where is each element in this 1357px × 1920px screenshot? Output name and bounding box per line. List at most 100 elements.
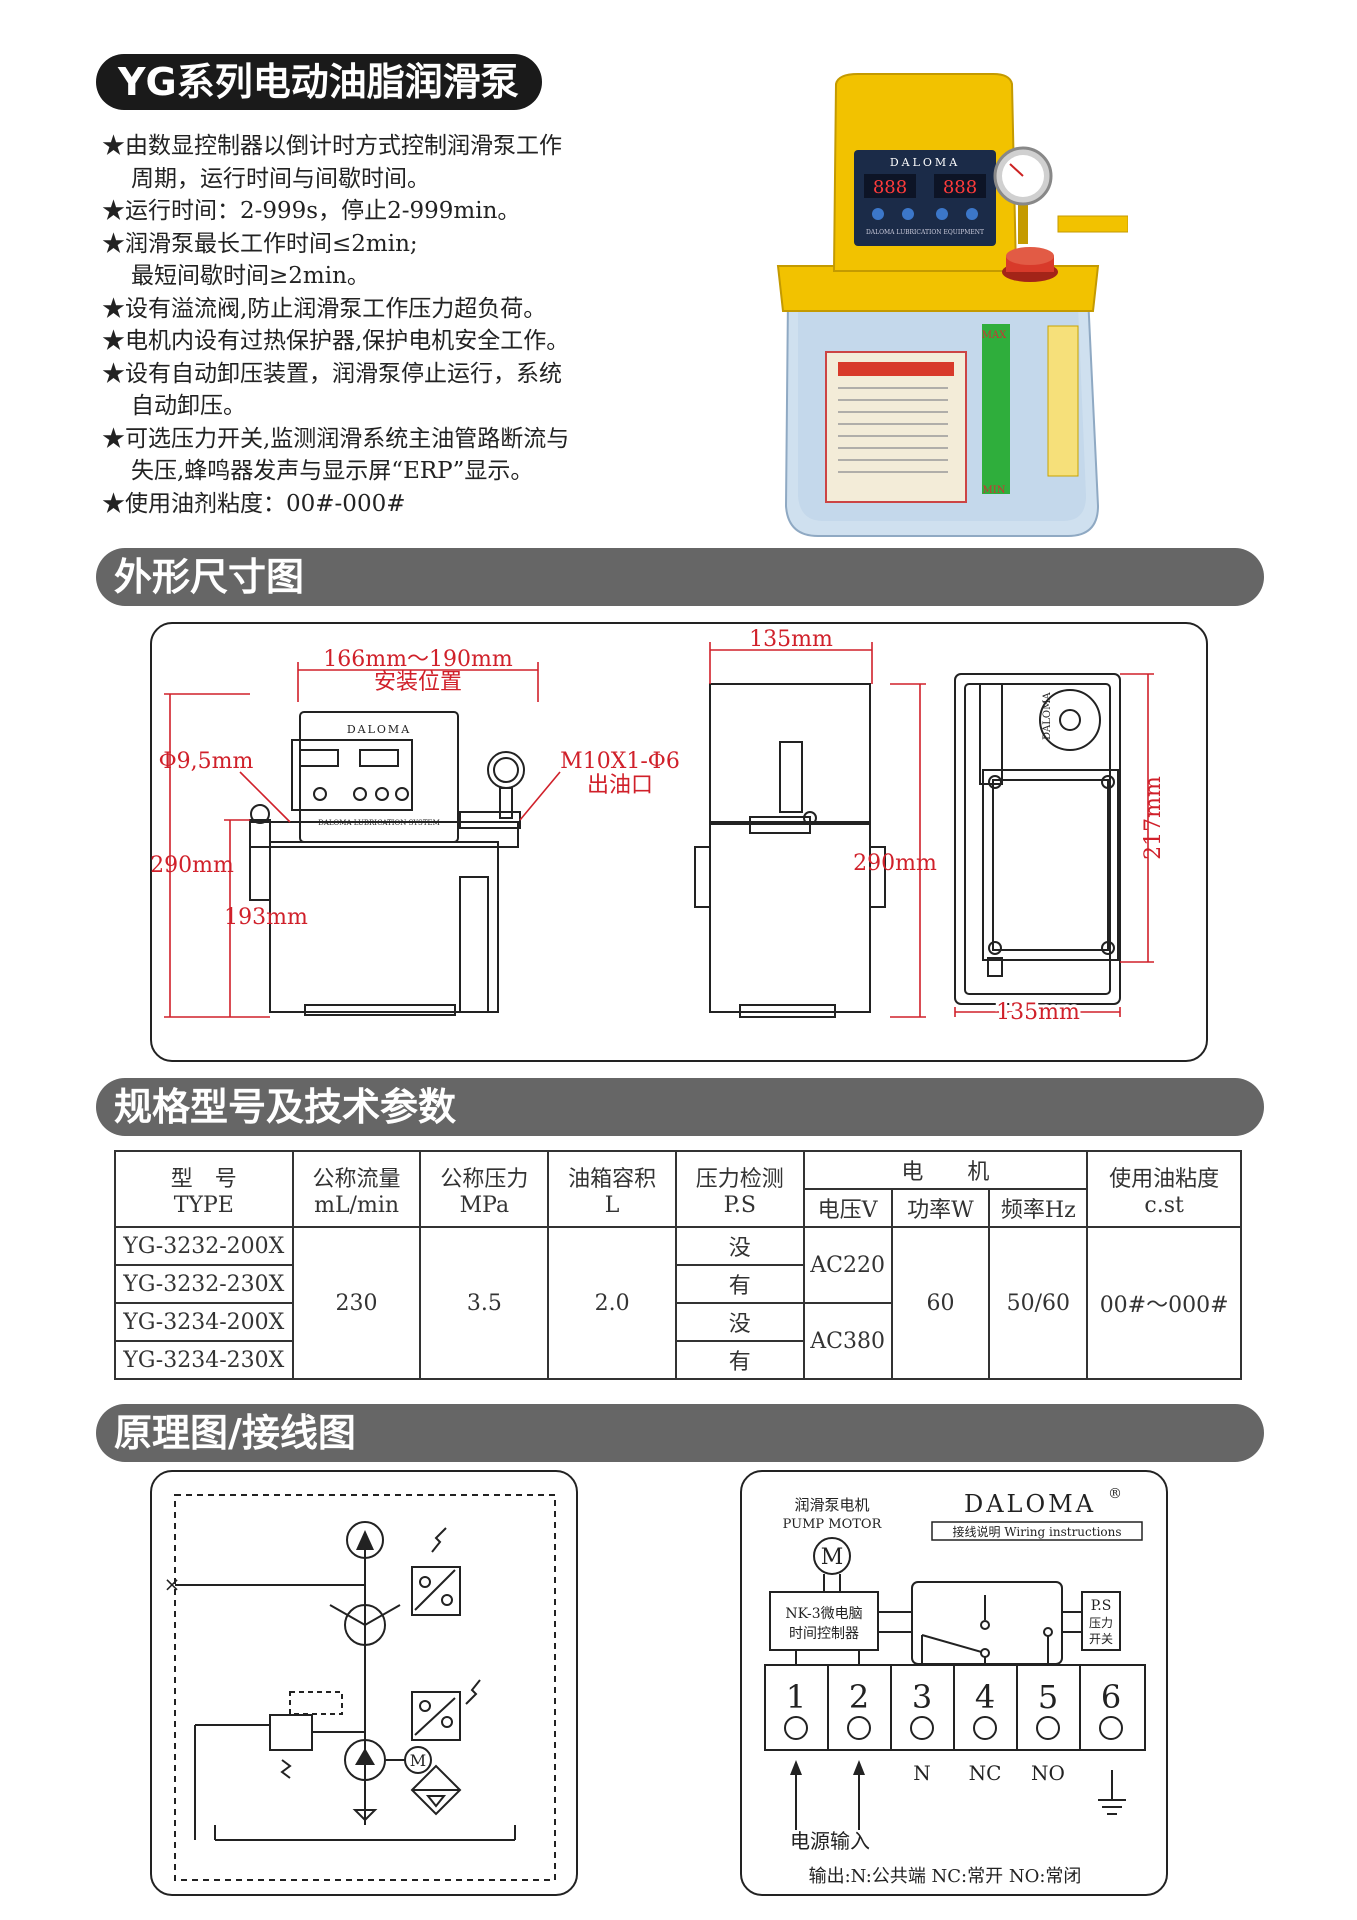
table-cell-model: YG-3234-230X bbox=[114, 1340, 294, 1380]
terminal-number: 5 bbox=[1038, 1678, 1058, 1716]
page-title: YG系列电动油脂润滑泵 bbox=[96, 54, 542, 110]
section-principle: 原理图/接线图 bbox=[96, 1404, 1264, 1462]
front-panel-sub: DALOMA LUBRICATION SYSTEM bbox=[318, 819, 440, 827]
table-cell-viscosity: 00#～000# bbox=[1086, 1226, 1242, 1380]
schematic-motor-symbol: M bbox=[410, 1751, 426, 1770]
wiring-instructions: 接线说明 Wiring instructions bbox=[952, 1524, 1121, 1539]
wiring-frame bbox=[740, 1470, 1168, 1896]
feature-item: ★润滑泵最长工作时间≤2min; bbox=[102, 230, 418, 257]
back-logo: DALOMA bbox=[1042, 692, 1053, 740]
wiring-diagram: DALOMA ® 润滑泵电机 PUMP MOTOR 接线说明 Wiring in… bbox=[764, 1486, 1146, 1887]
th-voltage: 电压V bbox=[802, 1188, 893, 1228]
terminal-screw bbox=[784, 1716, 808, 1740]
panel-subtitle: DALOMA LUBRICATION EQUIPMENT bbox=[866, 229, 984, 236]
feature-item: 周期，运行时间与间歇时间。 bbox=[131, 165, 430, 192]
feature-item: ★可选压力开关,监测润滑系统主油管路断流与 bbox=[102, 425, 570, 452]
controller-label-2: 时间控制器 bbox=[789, 1626, 859, 1642]
oil-level-window bbox=[982, 324, 1010, 494]
terminal-screw bbox=[847, 1716, 871, 1740]
terminal-label: N bbox=[913, 1761, 931, 1785]
feature-item: ★使用油剂粘度：00#-000# bbox=[102, 490, 406, 517]
motor-label-cn: 润滑泵电机 bbox=[794, 1496, 869, 1514]
hydraulic-schematic: M × bbox=[164, 1494, 556, 1881]
ps-label-2: 压力 bbox=[1089, 1616, 1113, 1630]
breather-x-icon: × bbox=[164, 1572, 181, 1596]
dim-outlet-label: 出油口 bbox=[587, 773, 653, 798]
table-cell-tank: 2.0 bbox=[547, 1226, 677, 1380]
schematic-frame bbox=[150, 1470, 578, 1896]
table-cell-ps: 没 bbox=[674, 1302, 805, 1342]
set-button-left[interactable] bbox=[872, 208, 884, 220]
dim-side-width: 135mm bbox=[749, 627, 833, 652]
filler-cap bbox=[1006, 247, 1054, 265]
set-button-right[interactable] bbox=[966, 208, 978, 220]
table-cell-ps: 有 bbox=[674, 1264, 805, 1304]
terminal-number: 4 bbox=[975, 1678, 995, 1716]
motor-label-en: PUMP MOTOR bbox=[783, 1517, 883, 1532]
dim-install-position: 安装位置 bbox=[374, 670, 462, 695]
table-cell-voltage-a: AC220 bbox=[802, 1226, 893, 1304]
feature-item: ★设有溢流阀,防止润滑泵工作压力超负荷。 bbox=[102, 295, 547, 322]
feature-item: 自动卸压。 bbox=[131, 393, 246, 419]
terminal-screw bbox=[1099, 1716, 1123, 1740]
terminal-label: NC bbox=[969, 1761, 1002, 1785]
dim-outlet-thread: M10X1-Φ6 bbox=[560, 749, 680, 774]
terminal-number: 1 bbox=[786, 1678, 806, 1716]
feature-item: 失压,蜂鸣器发声与显示屏“ERP”显示。 bbox=[131, 458, 534, 484]
down-button[interactable] bbox=[936, 208, 948, 220]
ps-label-3: 开关 bbox=[1089, 1632, 1113, 1646]
dim-hole: Φ9,5mm bbox=[159, 749, 254, 774]
feature-list: ★由数显控制器以倒计时方式控制润滑泵工作周期，运行时间与间歇时间。 ★运行时间：2… bbox=[102, 130, 702, 520]
feature-item: ★运行时间：2-999s，停止2-999min。 bbox=[102, 198, 521, 224]
panel-brand: DALOMA bbox=[890, 156, 960, 169]
feature-item: ★设有自动卸压装置，润滑泵停止运行，系统 bbox=[102, 360, 562, 387]
power-input-label: 电源输入 bbox=[790, 1829, 870, 1853]
terminal-number: 2 bbox=[849, 1678, 869, 1716]
table-cell-flow: 230 bbox=[291, 1226, 422, 1380]
th-freq: 频率Hz bbox=[988, 1188, 1089, 1228]
table-cell-pressure: 3.5 bbox=[419, 1226, 550, 1380]
section-dimensions: 外形尺寸图 bbox=[96, 548, 1264, 606]
dimension-frame bbox=[150, 622, 1208, 1062]
wiring-brand: DALOMA bbox=[964, 1490, 1096, 1518]
table-cell-ps: 没 bbox=[674, 1226, 805, 1266]
feature-item: ★电机内设有过热保护器,保护电机安全工作。 bbox=[102, 328, 570, 354]
terminal-label: NO bbox=[1031, 1761, 1065, 1785]
max-label: MAX bbox=[982, 330, 1007, 341]
table-cell-ps: 有 bbox=[674, 1340, 805, 1380]
terminal-screw bbox=[973, 1716, 997, 1740]
min-label: MIN bbox=[983, 485, 1006, 496]
display-right: 888 bbox=[943, 177, 977, 198]
terminal-number: 6 bbox=[1101, 1678, 1121, 1716]
terminal-screw bbox=[910, 1716, 934, 1740]
th-motor: 电 机 bbox=[802, 1150, 1089, 1190]
dim-back-height: 217mm bbox=[1141, 776, 1166, 860]
table-cell-power: 60 bbox=[890, 1226, 991, 1380]
table-cell-model: YG-3232-230X bbox=[114, 1264, 294, 1304]
ps-label-1: P.S bbox=[1091, 1598, 1112, 1614]
up-button[interactable] bbox=[902, 208, 914, 220]
table-cell-model: YG-3232-200X bbox=[114, 1226, 294, 1266]
registered-mark: ® bbox=[1108, 1486, 1122, 1502]
motor-m-icon: M bbox=[821, 1545, 844, 1570]
table-cell-model: YG-3234-200X bbox=[114, 1302, 294, 1342]
terminal-screw bbox=[1036, 1716, 1060, 1740]
section-specs: 规格型号及技术参数 bbox=[96, 1078, 1264, 1136]
product-photo: MAX MIN DALOMA 888 888 DALOMA LUBRICATIO… bbox=[776, 73, 1128, 537]
table-cell-freq: 50/60 bbox=[988, 1226, 1089, 1380]
th-power: 功率W bbox=[890, 1188, 991, 1228]
controller-label-1: NK-3微电脑 bbox=[785, 1606, 862, 1622]
front-panel-brand: DALOMA bbox=[347, 723, 411, 736]
wiring-footer: 输出:N:公共端 NC:常开 NO:常闭 bbox=[809, 1866, 1082, 1887]
table-cell-voltage-b: AC380 bbox=[802, 1302, 893, 1380]
dim-front-height: 290mm bbox=[150, 853, 234, 878]
feature-item: ★由数显控制器以倒计时方式控制润滑泵工作 bbox=[102, 133, 562, 159]
dimension-drawing: 166mm～190mm 安装位置 Φ9,5mm M10X1-Φ6 出油口 290… bbox=[150, 627, 1166, 1028]
